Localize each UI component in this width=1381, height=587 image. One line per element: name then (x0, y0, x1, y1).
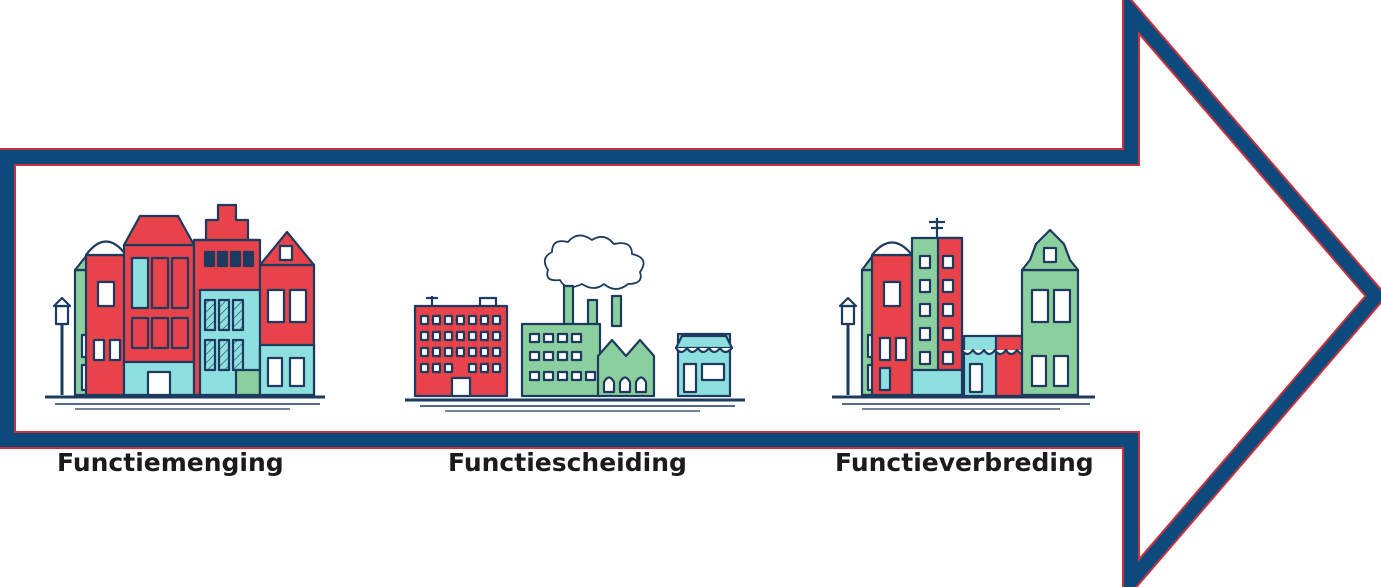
stage-label-functiemenging: Functiemenging (57, 448, 284, 477)
stage-label-functiescheiding: Functiescheiding (448, 448, 687, 477)
mixed-townhouses-icon (45, 203, 325, 410)
stage-label-functieverbreding: Functieverbreding (835, 448, 1094, 477)
broadened-townhouses-icon (832, 218, 1095, 410)
separated-functions-icon (405, 234, 745, 412)
